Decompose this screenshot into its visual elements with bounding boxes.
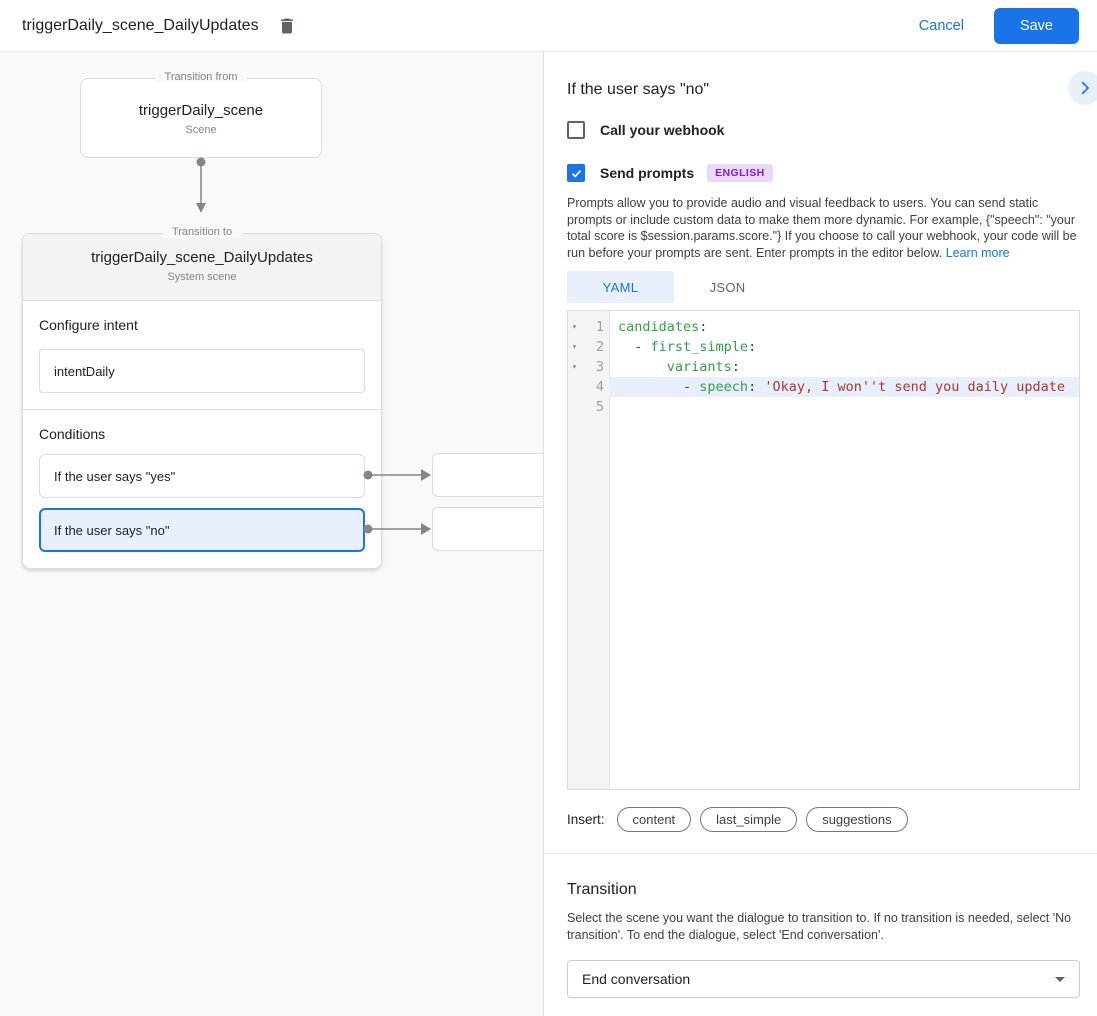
send-prompts-checkbox-row[interactable]: Send prompts ENGLISH xyxy=(567,164,1080,182)
editor-line[interactable]: ▾ 3 variants: xyxy=(568,357,1079,377)
condition-item[interactable]: If the user says "no" xyxy=(39,508,365,552)
line-number: 1 xyxy=(595,319,604,335)
to-scene-header: triggerDaily_scene_DailyUpdates System s… xyxy=(23,234,381,301)
transition-title: Transition xyxy=(567,881,637,898)
language-badge: ENGLISH xyxy=(707,164,773,182)
editor-line[interactable]: ▾ 2 - first_simple: xyxy=(568,337,1079,357)
prompts-section: If the user says "no" Call your webhook … xyxy=(544,52,1097,854)
cancel-button[interactable]: Cancel xyxy=(918,17,964,34)
code-text: variants: xyxy=(666,359,740,375)
line-number: 3 xyxy=(595,359,604,375)
transition-to-card: Transition to triggerDaily_scene_DailyUp… xyxy=(22,226,382,569)
insert-chip-last_simple[interactable]: last_simple xyxy=(700,807,798,832)
insert-chip-suggestions[interactable]: suggestions xyxy=(806,807,908,832)
code-text: - speech: 'Okay, I won''t send you daily… xyxy=(609,377,1079,397)
conditions-label: Conditions xyxy=(39,426,106,442)
fold-spacer xyxy=(568,377,581,397)
webhook-checkbox[interactable] xyxy=(567,121,585,139)
transition-from-label: Transition from xyxy=(155,71,247,83)
to-scene-name: triggerDaily_scene_DailyUpdates xyxy=(91,249,313,266)
to-scene-type: System scene xyxy=(167,271,237,283)
transition-select-value: End conversation xyxy=(582,971,691,987)
condition-title: If the user says "no" xyxy=(567,81,710,98)
save-button[interactable]: Save xyxy=(993,7,1079,44)
line-number: 4 xyxy=(595,379,604,395)
delete-scene-button[interactable] xyxy=(275,14,299,38)
insert-row: Insert: content last_simple suggestions xyxy=(567,807,1080,832)
editor-line[interactable]: ▾ 1 candidates: xyxy=(568,317,1079,337)
webhook-checkbox-label: Call your webhook xyxy=(600,122,725,138)
transition-from-node[interactable]: Transition from triggerDaily_scene Scene xyxy=(80,71,322,158)
checkmark-icon xyxy=(571,169,581,178)
transition-target-box[interactable] xyxy=(432,453,543,497)
intent-input[interactable]: intentDaily xyxy=(39,349,365,393)
collapse-panel-button[interactable] xyxy=(1068,71,1097,105)
line-number: 5 xyxy=(595,399,604,415)
from-scene-type: Scene xyxy=(185,124,217,136)
topbar: triggerDaily_scene_DailyUpdates Cancel S… xyxy=(0,0,1097,52)
code-text: candidates: xyxy=(618,319,708,335)
configure-intent-label: Configure intent xyxy=(39,317,138,333)
editor-format-tabs: YAML JSON xyxy=(567,271,1080,303)
trash-icon xyxy=(280,18,293,33)
line-number: 2 xyxy=(595,339,604,355)
prompts-description: Prompts allow you to provide audio and v… xyxy=(567,196,1077,260)
transition-select[interactable]: End conversation xyxy=(567,960,1080,998)
transition-section: Transition Select the scene you want the… xyxy=(544,854,1097,998)
chevron-right-icon xyxy=(1081,81,1089,95)
webhook-checkbox-row[interactable]: Call your webhook xyxy=(567,121,1080,139)
fold-toggle-icon[interactable]: ▾ xyxy=(572,322,577,331)
insert-label: Insert: xyxy=(567,812,605,827)
fold-spacer xyxy=(568,397,581,417)
send-prompts-label: Send prompts xyxy=(600,165,695,181)
tab-json[interactable]: JSON xyxy=(709,279,746,295)
code-text: - first_simple: xyxy=(618,339,757,355)
send-prompts-checkbox[interactable] xyxy=(567,164,585,182)
scene-diagram-canvas: Transition from triggerDaily_scene Scene… xyxy=(0,52,544,1016)
code-text xyxy=(609,397,1079,417)
fold-toggle-icon[interactable]: ▾ xyxy=(572,342,577,351)
fold-toggle-icon[interactable]: ▾ xyxy=(572,362,577,371)
yaml-editor[interactable]: ▾ 1 candidates: ▾ 2 - first_simple: ▾ 3 varian… xyxy=(567,310,1080,790)
tab-yaml[interactable]: YAML xyxy=(567,271,674,303)
editor-line[interactable]: 5 xyxy=(568,397,1079,417)
transition-to-label: Transition to xyxy=(162,226,242,238)
from-scene-name: triggerDaily_scene xyxy=(138,102,264,119)
conditions-section: Conditions If the user says "yes" If the … xyxy=(23,409,381,568)
insert-chip-content[interactable]: content xyxy=(616,807,692,832)
editor-line[interactable]: 4 - speech: 'Okay, I won''t send you dai… xyxy=(568,377,1079,397)
page-title: triggerDaily_scene_DailyUpdates xyxy=(22,16,259,34)
transition-target-box[interactable] xyxy=(432,507,543,551)
condition-detail-panel: If the user says "no" Call your webhook … xyxy=(544,52,1097,1016)
transition-description: Select the scene you want the dialogue t… xyxy=(567,911,1072,942)
dropdown-caret-icon xyxy=(1055,976,1065,982)
configure-intent-section: Configure intent intentDaily xyxy=(23,301,381,409)
learn-more-link[interactable]: Learn more xyxy=(945,245,1010,260)
condition-item[interactable]: If the user says "yes" xyxy=(39,454,365,498)
